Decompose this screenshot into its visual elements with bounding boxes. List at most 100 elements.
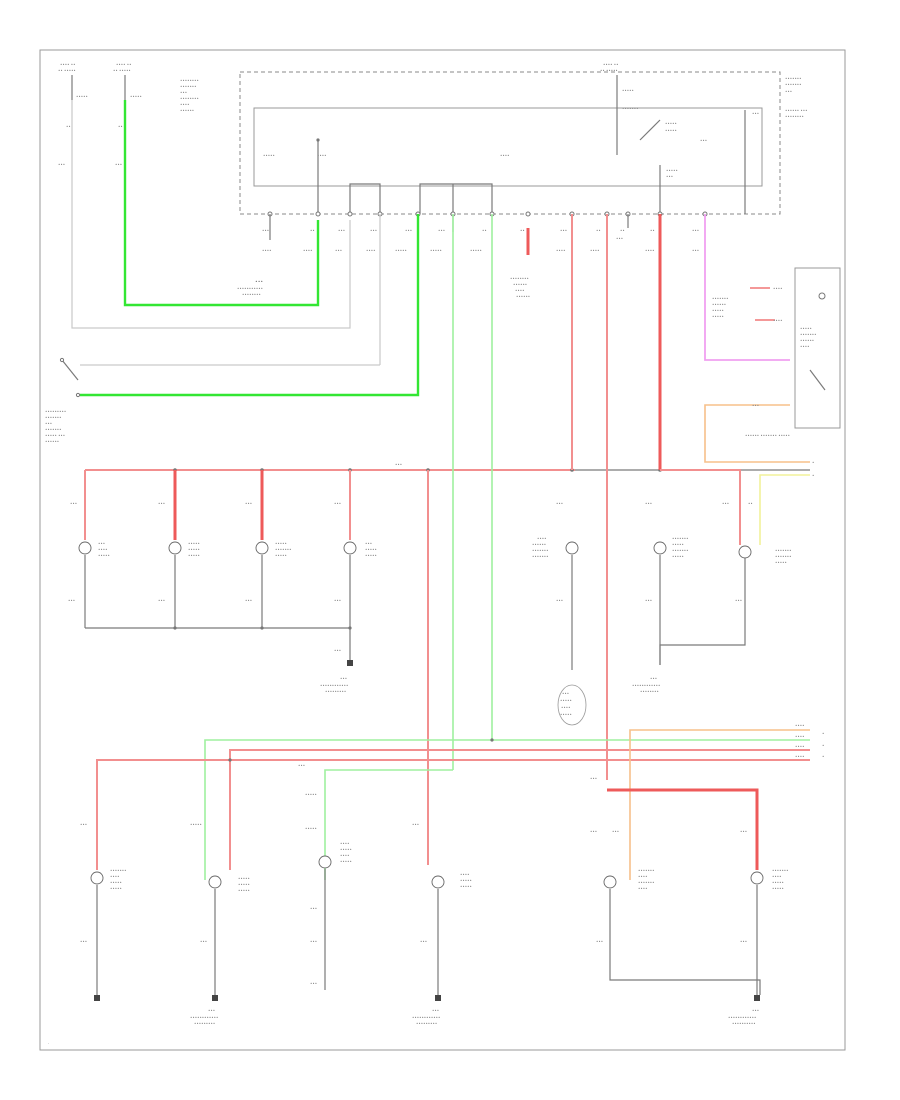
svg-text:•••••••: ••••••• (712, 296, 729, 301)
svg-text:•••: ••• (420, 939, 427, 944)
svg-text:•••••: ••••• (672, 554, 684, 559)
lamp-9: ••••• ••••• ••••• ••••• ••• ••• ••••••••… (190, 822, 250, 1026)
svg-text:••: •• (118, 124, 123, 129)
lamp-13: ••• ••••••• •••• ••••• ••••• ••• ••• •••… (607, 788, 789, 1026)
svg-text:•••••••••••: ••••••••••• (237, 286, 263, 291)
svg-text:••: •• (620, 228, 625, 233)
svg-text:•••: ••• (58, 162, 65, 167)
svg-text:•••••: ••••• (238, 882, 250, 887)
svg-text:•••: ••• (666, 174, 673, 179)
svg-text:••: •• (66, 124, 71, 129)
svg-text:•••••: ••••• (340, 847, 352, 852)
svg-text:•••••: ••••• (365, 553, 377, 558)
svg-text:•••: ••• (98, 541, 105, 546)
svg-text:••••••••: •••••••• (180, 96, 199, 101)
svg-text:•••: ••• (412, 822, 419, 827)
svg-text:•••••: ••••• (395, 248, 407, 253)
svg-text:•••: ••• (338, 228, 345, 233)
svg-text:•••••: ••••• (340, 859, 352, 864)
svg-text:•••: ••• (334, 598, 341, 603)
power-source-right: •••• •• •• ••••• ••••• ••••••• ••••• •••… (600, 62, 759, 214)
power-source-note: •••••••• ••••••• ••• •••••••• •••• •••••… (180, 78, 199, 113)
svg-text:•••: ••• (334, 648, 341, 653)
svg-text:•••: ••• (405, 228, 412, 233)
footer-code: · (48, 1041, 49, 1046)
svg-text:•••: ••• (158, 598, 165, 603)
svg-text:•••••••: ••••••• (638, 880, 655, 885)
svg-text:•••: ••• (616, 236, 623, 241)
svg-text:•••: ••• (556, 598, 563, 603)
svg-text:••••••••••••: •••••••••••• (412, 1015, 440, 1020)
svg-text:•••: ••• (596, 939, 603, 944)
svg-text:•••: ••• (692, 228, 699, 233)
svg-text:•••: ••• (612, 829, 619, 834)
svg-text:•••••: ••••• (110, 880, 122, 885)
svg-text:•••: ••• (735, 598, 742, 603)
svg-text:•••••: ••••• (622, 88, 634, 93)
svg-text:•••: ••• (752, 1008, 759, 1013)
svg-text:•••: ••• (562, 691, 569, 696)
svg-text:•••: ••• (340, 676, 347, 681)
svg-text:•••: ••• (740, 939, 747, 944)
svg-text:•••: ••• (395, 462, 402, 467)
svg-text:•••••: ••••• (188, 547, 200, 552)
diagram-frame (39, 49, 846, 1051)
svg-text:•••••: ••••• (665, 121, 677, 126)
svg-text:••••: •••• (340, 841, 349, 846)
svg-text:••••••: •••••• (180, 108, 194, 113)
svg-text:•• •••••: •• ••••• (113, 68, 131, 73)
svg-text:•••••: ••••• (263, 153, 275, 158)
svg-text:•••: ••• (208, 1008, 215, 1013)
svg-text:•••: ••• (785, 89, 792, 94)
svg-text:•••••: ••••• (305, 792, 317, 797)
lamp-row-lower: ••• ••••••• •••• ••••• ••••• ••• ••••• •… (80, 776, 789, 1026)
svg-text:•••: ••• (158, 501, 165, 506)
lamp-3: ••• ••••• ••••••• ••••• ••• (245, 470, 292, 628)
lamp-4: ••• ••• ••••• ••••• ••• ••• (334, 470, 377, 660)
lamp-12: ••• ••• ••• ••••••• •••• ••••••• •••• ••… (590, 776, 761, 995)
connector-labels: ••• •••• •• •••• ••• ••• ••• •••• ••• ••… (262, 228, 699, 253)
svg-text:•••••: ••••• (188, 553, 200, 558)
svg-text:•••: ••• (432, 1008, 439, 1013)
svg-text:•••••: ••••• (560, 698, 572, 703)
svg-text:•••••: ••••• (712, 314, 724, 319)
svg-text:•••••••: ••••••• (275, 547, 292, 552)
svg-text:•••••••: ••••••• (800, 332, 817, 337)
left-switch: ••••••••• ••••••• ••• ••••••• ••••• ••• … (45, 357, 380, 444)
svg-text:••••: •••• (556, 248, 565, 253)
svg-text:•••: ••• (245, 598, 252, 603)
svg-text:••••••••: •••••••• (640, 689, 659, 694)
svg-text:••••: •••• (180, 102, 189, 107)
svg-text:•••: ••• (438, 228, 445, 233)
svg-text:••••: •••• (98, 547, 107, 552)
svg-text:••••: •••• (537, 536, 546, 541)
svg-text:••••: •••• (638, 886, 647, 891)
svg-text:•••: ••• (752, 111, 759, 116)
svg-text:•••: ••• (68, 598, 75, 603)
svg-text:•••••: ••••• (238, 876, 250, 881)
svg-text:•••: ••• (556, 501, 563, 506)
svg-text:••••••••: •••••••• (785, 114, 804, 119)
svg-text:•••••: ••••• (470, 248, 482, 253)
svg-text:••••: •••• (638, 874, 647, 879)
svg-text:•••: ••• (80, 822, 87, 827)
svg-text:••••••••: •••••••• (510, 276, 529, 281)
svg-text:•••••• •••: •••••• ••• (785, 108, 808, 113)
svg-text:•••••: ••••• (772, 880, 784, 885)
svg-text:••: •• (596, 228, 601, 233)
svg-text:•••: ••• (752, 403, 759, 408)
svg-text:•••••••: ••••••• (180, 84, 197, 89)
lamp-11: ••• •••• ••••• ••••• ••• ••• •••••••••••… (412, 822, 472, 1026)
svg-text:•••: ••• (334, 501, 341, 506)
svg-text:••••••••••: •••••••••• (732, 1021, 756, 1026)
svg-text:•••••: ••••• (190, 822, 202, 827)
svg-text:•••••••: ••••••• (532, 548, 549, 553)
svg-text:•••••: ••••• (110, 886, 122, 891)
svg-text:•••: ••• (700, 138, 707, 143)
svg-text:••••: •••• (500, 153, 509, 158)
svg-text:••: •• (748, 501, 753, 506)
svg-text:•••••: ••••• (772, 886, 784, 891)
svg-text:•••••••: ••••••• (672, 548, 689, 553)
svg-text:•••••: ••••• (712, 308, 724, 313)
svg-text:•••••: ••••• (305, 826, 317, 831)
